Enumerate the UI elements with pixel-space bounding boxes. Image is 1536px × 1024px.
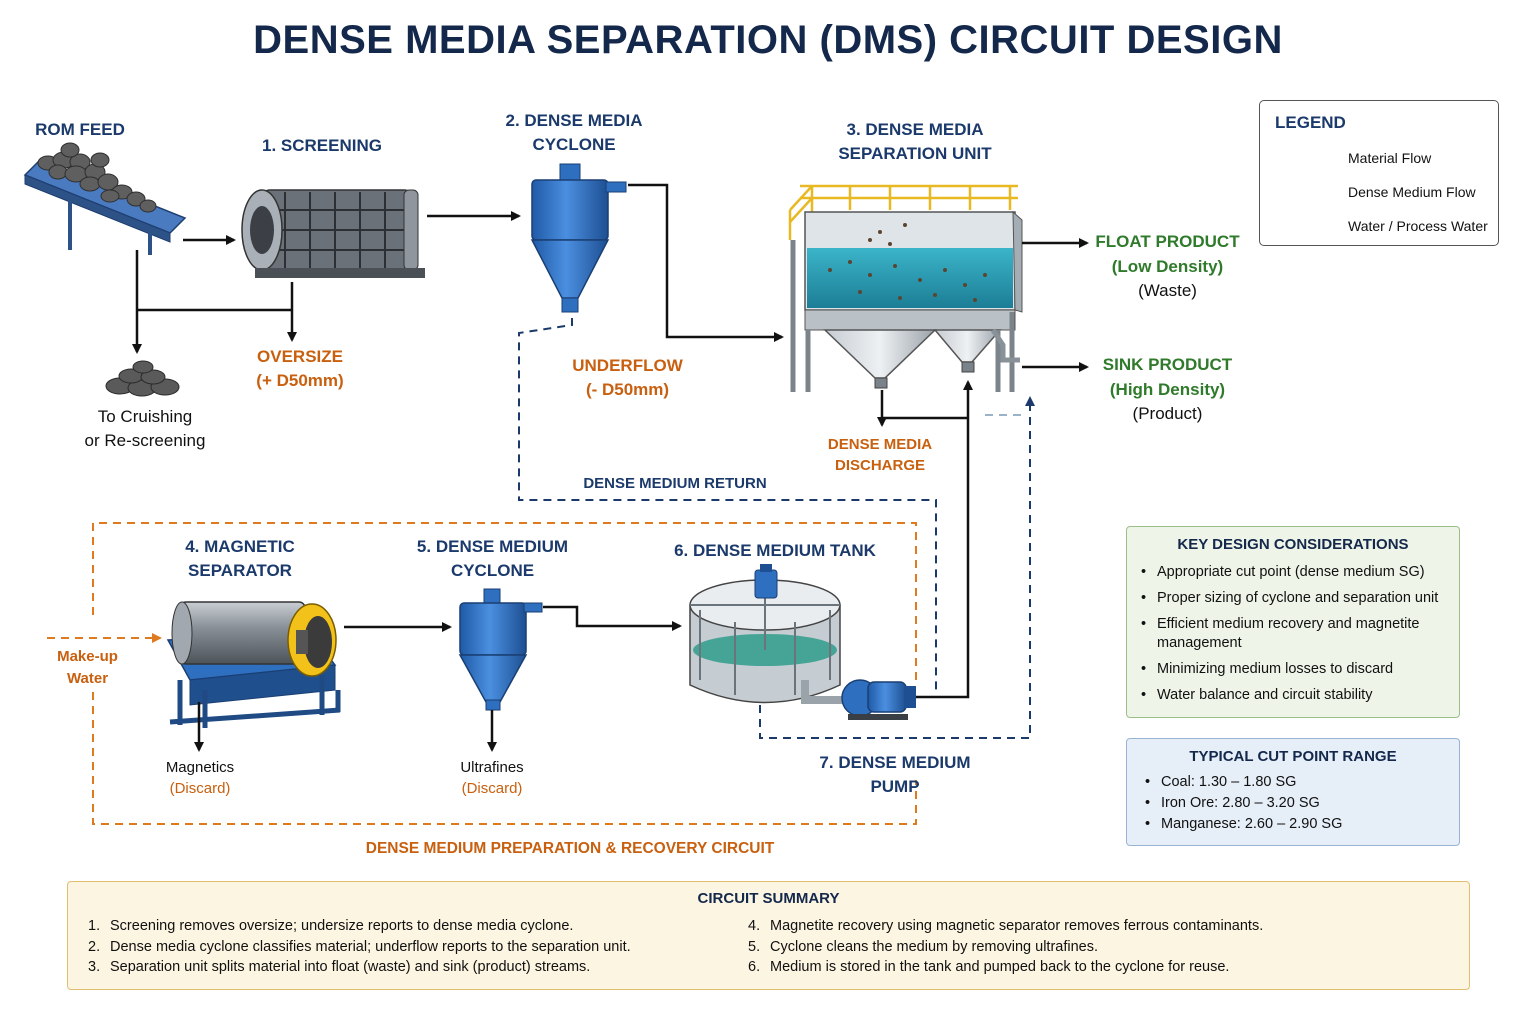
cut-point-item: Coal: 1.30 – 1.80 SG — [1141, 773, 1441, 792]
crushing-label: To Cruishing or Re-screening — [84, 407, 206, 450]
summary-title: CIRCUIT SUMMARY — [697, 890, 840, 907]
legend: LEGEND Material Flow Dense Medium Flow W… — [1259, 100, 1499, 246]
summary-item: 2.Dense media cyclone classifies materia… — [88, 938, 631, 955]
dms-separation-unit-icon — [788, 184, 1023, 392]
dense-medium-cyclone-5-icon — [458, 588, 543, 711]
cut-point-title: TYPICAL CUT POINT RANGE — [1189, 748, 1397, 765]
tank-label: 6. DENSE MEDIUM TANK — [674, 541, 876, 560]
circuit-summary-box: CIRCUIT SUMMARY 1.Screening removes over… — [67, 881, 1470, 990]
material-flow-lines — [132, 183, 1089, 752]
summary-item: 3.Separation unit splits material into f… — [88, 959, 591, 975]
cut-point-list: Coal: 1.30 – 1.80 SG Iron Ore: 2.80 – 3.… — [1141, 773, 1441, 834]
key-design-list: Appropriate cut point (dense medium SG) … — [1137, 563, 1455, 705]
rock-pile-icon — [105, 360, 180, 397]
key-design-item: Appropriate cut point (dense medium SG) — [1137, 563, 1455, 582]
cyclone-5-label: 5. DENSE MEDIUM CYCLONE — [416, 537, 569, 580]
magnetic-separator-label: 4. MAGNETIC SEPARATOR — [185, 537, 295, 580]
oversize-label: OVERSIZE (+ D50mm) — [256, 347, 344, 390]
rom-feed-label: ROM FEED — [35, 120, 125, 139]
key-design-item: Efficient medium recovery and magnetite … — [1137, 615, 1455, 653]
magnetic-separator-icon — [166, 601, 341, 728]
rom-feed-conveyor-icon — [23, 142, 187, 255]
trommel-screen-icon — [241, 189, 425, 278]
summary-list-right: 4.Magnetite recovery using magnetic sepa… — [748, 916, 1263, 978]
ultrafines-label: Ultrafines (Discard) — [460, 759, 524, 797]
water-flow-lines — [47, 522, 917, 825]
page-title: DENSE MEDIA SEPARATION (DMS) CIRCUIT DES… — [253, 18, 1283, 62]
sink-product-label: SINK PRODUCT (High Density) (Product) — [1102, 355, 1233, 423]
cyclone-2-label: 2. DENSE MEDIA CYCLONE — [505, 111, 643, 154]
dense-medium-pump-icon — [841, 679, 916, 720]
legend-material-flow: Material Flow — [1348, 150, 1432, 166]
medium-return-label: DENSE MEDIUM RETURN — [583, 475, 767, 492]
dense-media-cyclone-2-icon — [530, 163, 627, 313]
cut-point-item: Manganese: 2.60 – 2.90 SG — [1141, 815, 1441, 834]
pump-label: 7. DENSE MEDIUM PUMP — [819, 753, 971, 796]
legend-title: LEGEND — [1275, 113, 1346, 132]
key-design-item: Proper sizing of cyclone and separation … — [1137, 589, 1455, 608]
magnetics-label: Magnetics (Discard) — [165, 759, 235, 797]
summary-item: 4.Magnetite recovery using magnetic sepa… — [748, 918, 1264, 934]
dense-medium-tank-icon — [689, 564, 860, 704]
key-design-item: Water balance and circuit stability — [1137, 686, 1455, 705]
separation-unit-label: 3. DENSE MEDIA SEPARATION UNIT — [838, 120, 992, 163]
summary-item: 6.Medium is stored in the tank and pumpe… — [748, 959, 1230, 975]
cut-point-box: TYPICAL CUT POINT RANGE Coal: 1.30 – 1.8… — [1126, 738, 1460, 846]
cut-point-item: Iron Ore: 2.80 – 3.20 SG — [1141, 794, 1441, 813]
summary-item: 1.Screening removes oversize; undersize … — [88, 918, 574, 934]
makeup-water-label: Make-up Water — [57, 648, 118, 687]
legend-water-flow: Water / Process Water — [1348, 218, 1488, 234]
screening-label: 1. SCREENING — [262, 136, 382, 155]
summary-list-left: 1.Screening removes oversize; undersize … — [88, 916, 631, 978]
dense-medium-flow-lines — [518, 318, 1035, 739]
discharge-label: DENSE MEDIA DISCHARGE — [827, 436, 933, 474]
key-design-box: KEY DESIGN CONSIDERATIONS Appropriate cu… — [1126, 526, 1460, 718]
underflow-label: UNDERFLOW (- D50mm) — [572, 356, 683, 399]
legend-dense-medium-flow: Dense Medium Flow — [1348, 184, 1476, 200]
key-design-item: Minimizing medium losses to discard — [1137, 660, 1455, 679]
summary-item: 5.Cyclone cleans the medium by removing … — [748, 938, 1099, 955]
float-product-label: FLOAT PRODUCT (Low Density) (Waste) — [1095, 232, 1240, 300]
prep-circuit-label: DENSE MEDIUM PREPARATION & RECOVERY CIRC… — [365, 840, 775, 857]
key-design-title: KEY DESIGN CONSIDERATIONS — [1177, 536, 1409, 553]
